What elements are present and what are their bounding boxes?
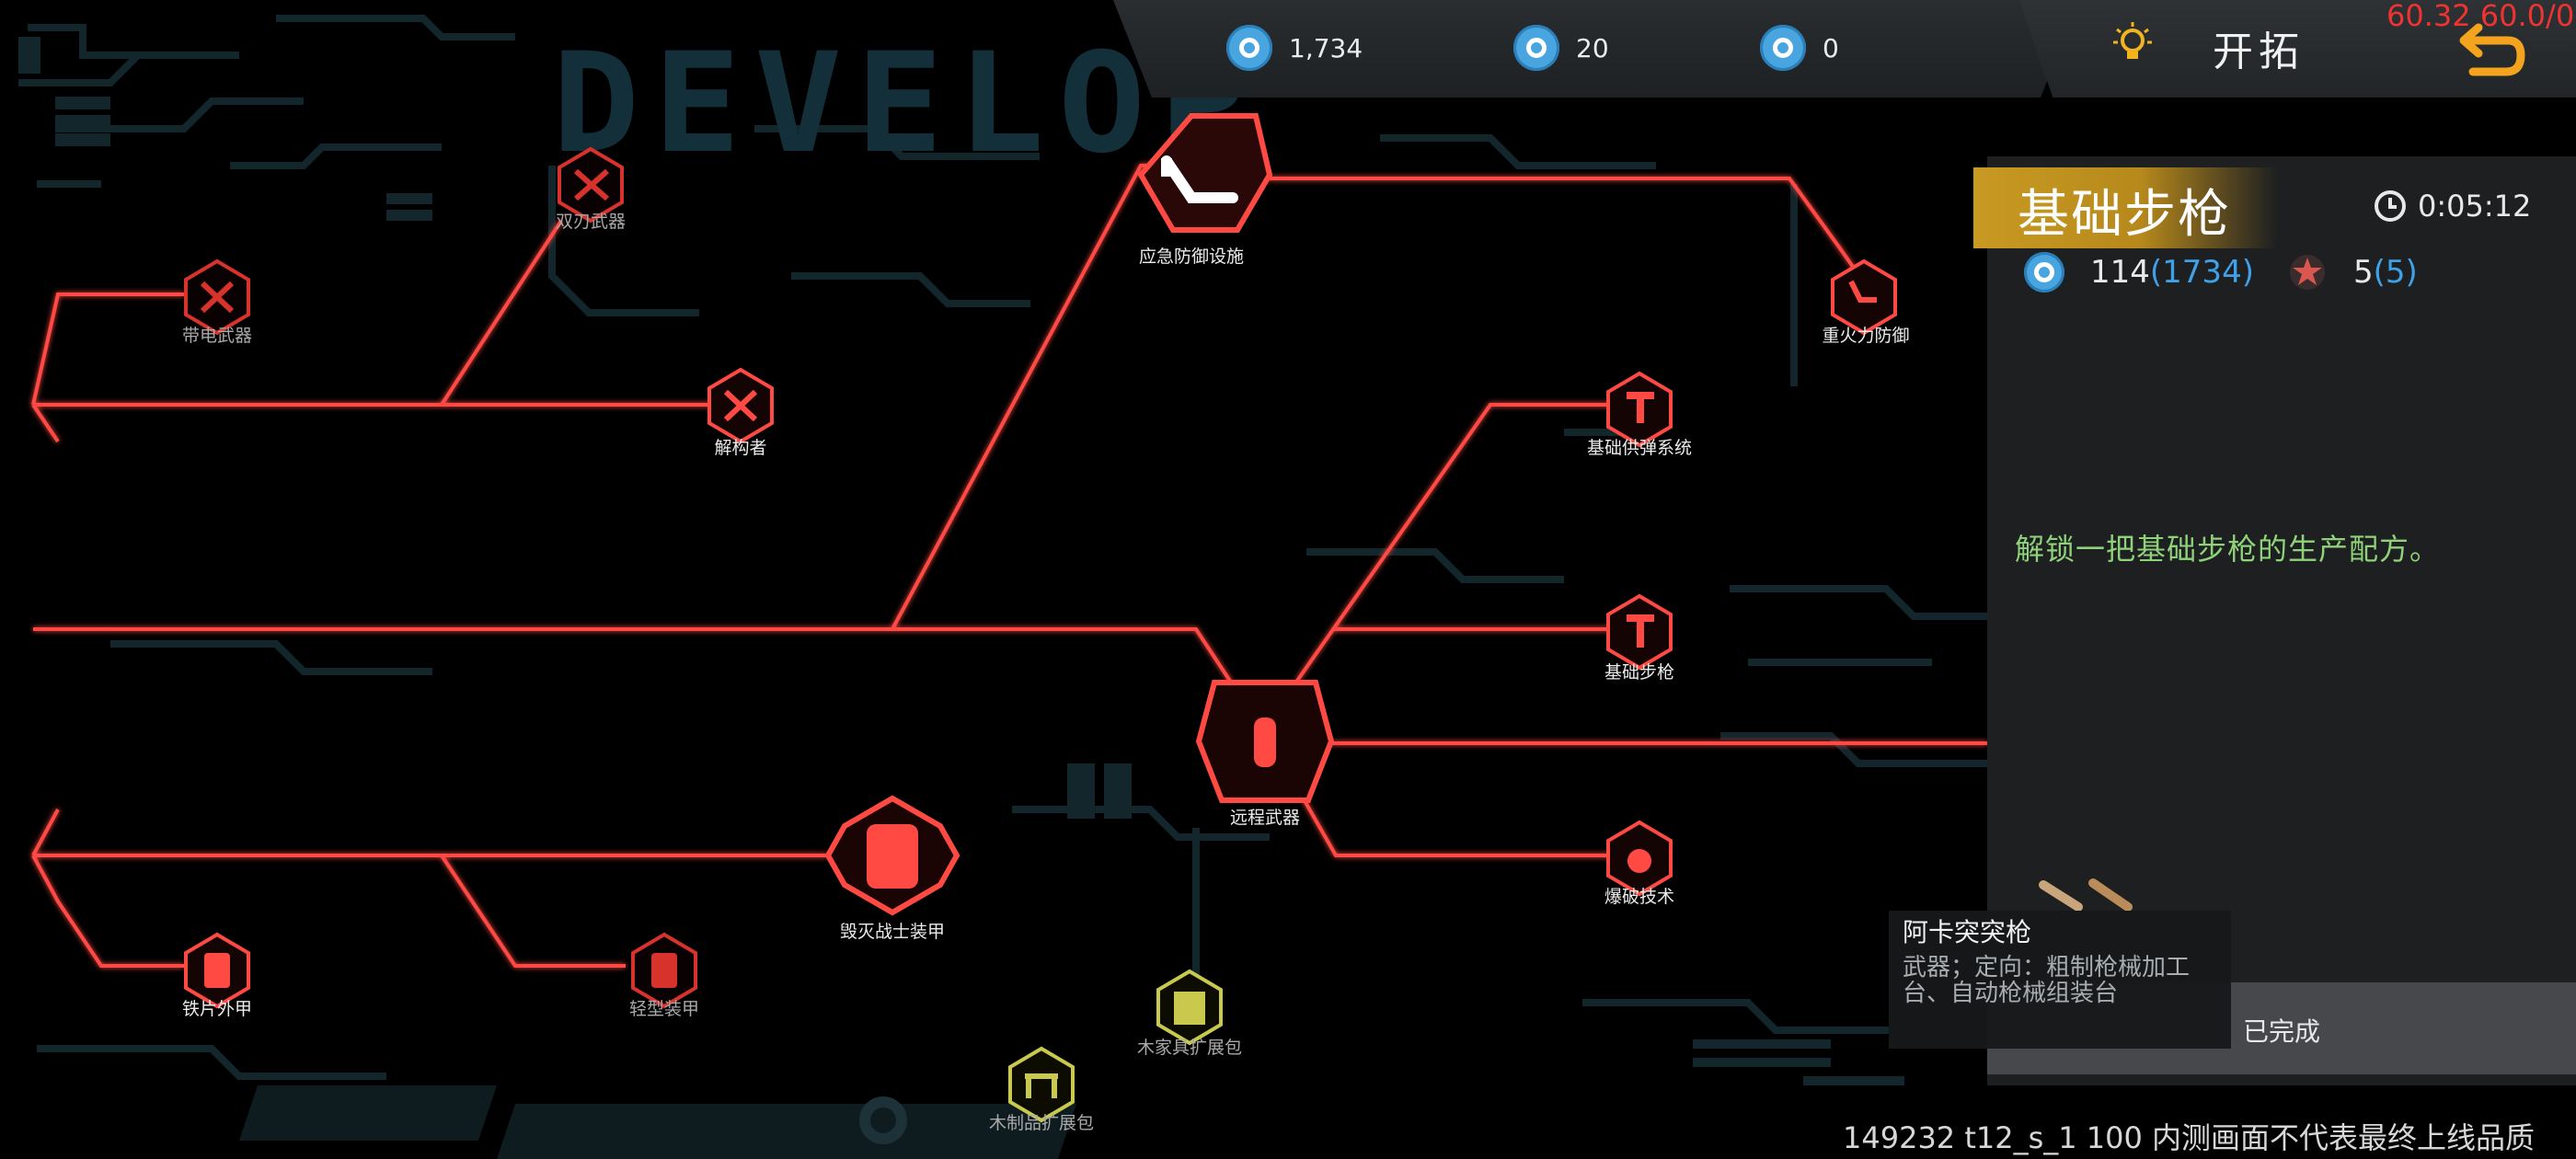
node-label: 爆破技术 <box>1604 887 1675 907</box>
node-label: 应急防御设施 <box>1138 247 1245 267</box>
gear-coin-icon <box>1226 25 1272 71</box>
page-title: 开拓 <box>2213 29 2305 75</box>
node-label: 远程武器 <box>1229 808 1301 828</box>
resource-value: 20 <box>1576 32 1609 63</box>
node-destroyer-armor[interactable] <box>824 795 960 916</box>
rifle-item-icon[interactable] <box>2088 878 2133 912</box>
unlocked-items[interactable] <box>2038 876 2139 916</box>
node-label: 双刃武器 <box>555 212 627 232</box>
vest-icon <box>204 953 230 988</box>
node-label: 基础供弹系统 <box>1586 438 1693 458</box>
rifle-item-icon[interactable] <box>2039 880 2083 912</box>
node-label: 基础步枪 <box>1604 662 1675 683</box>
turret-icon <box>1848 280 1877 303</box>
node-light-armor[interactable] <box>631 932 697 1009</box>
node-ranged-weapon[interactable] <box>1195 680 1335 803</box>
cost-primary-total: (1734) <box>2149 254 2254 291</box>
cost-secondary-total: (5) <box>2373 254 2418 291</box>
node-heavy-firepower[interactable] <box>1831 258 1897 336</box>
resource-value: 1,734 <box>1289 32 1363 63</box>
resource-gear-coin: 1,734 <box>1226 20 1363 75</box>
node-deconstructor[interactable] <box>707 367 774 444</box>
tech-point-icon <box>1513 25 1559 71</box>
item-tooltip <box>1889 911 2231 1049</box>
node-emergency-defense[interactable] <box>1137 113 1273 233</box>
node-label: 轻型装甲 <box>628 999 700 1019</box>
node-label: 带电武器 <box>181 326 253 346</box>
circuit-background <box>18 15 2576 1080</box>
gear-coin-icon <box>2024 252 2064 293</box>
node-label: 木家具扩展包 <box>1136 1038 1243 1058</box>
node-wood-furniture-pack[interactable] <box>1156 969 1223 1046</box>
barricade-icon <box>1161 155 1238 203</box>
table-icon <box>1025 1073 1058 1098</box>
resource-bar <box>1113 0 2079 98</box>
resource-value: 0 <box>1823 32 1839 63</box>
node-electric-weapon[interactable] <box>184 258 250 336</box>
node-plate-armor[interactable] <box>184 932 250 1009</box>
crossed-blades-icon <box>723 389 758 422</box>
node-basic-rifle[interactable] <box>1606 593 1673 671</box>
node-label: 毁灭战士装甲 <box>839 922 946 942</box>
timer-value: 0:05:12 <box>2418 189 2532 224</box>
explosion-icon <box>1627 849 1651 873</box>
cost-primary: 114 <box>2090 254 2150 291</box>
circuit-pads <box>18 37 1904 1159</box>
light-vest-icon <box>651 953 677 988</box>
node-label: 重火力防御 <box>1822 326 1910 346</box>
tooltip-title: 阿卡突突枪 <box>1903 917 2032 947</box>
develop-banner: DEVELOP <box>552 24 1260 184</box>
node-explosive-tech[interactable] <box>1606 820 1673 897</box>
cost-secondary: 5 <box>2352 254 2374 291</box>
node-label: 解构者 <box>714 438 767 458</box>
star-medal-icon <box>2289 255 2325 290</box>
tree-connectors <box>31 164 1987 968</box>
electric-sword-icon <box>200 281 235 314</box>
status-completed: 已完成 <box>2243 1016 2321 1047</box>
node-basic-ammo[interactable] <box>1606 371 1673 448</box>
resource-blueprint: 0 <box>1760 20 1839 75</box>
node-label: 木制品扩展包 <box>988 1113 1095 1133</box>
back-button[interactable] <box>2455 20 2528 85</box>
ammo-feed-icon <box>1627 392 1654 423</box>
build-info-footer: 149232 t12_s_1 100 内测画面不代表最终上线品质 <box>1843 1120 2536 1155</box>
detail-header <box>1973 167 2277 248</box>
tooltip-description: 武器；定向：粗制枪械加工台、自动枪械组装台 <box>1903 954 2191 1007</box>
clock-icon <box>2375 190 2406 222</box>
detail-title: 基础步枪 <box>2018 185 2231 245</box>
blueprint-icon <box>1760 25 1806 71</box>
node-wood-extension-pack[interactable] <box>1008 1046 1075 1123</box>
resource-tech-point: 20 <box>1513 20 1609 75</box>
detail-description: 解锁一把基础步枪的生产配方。 <box>2015 532 2441 567</box>
rifle-icon <box>1627 614 1654 648</box>
research-timer: 0:05:12 <box>2372 188 2531 224</box>
research-costs: 114 (1734) 5 (5) <box>2024 252 2418 293</box>
node-label: 铁片外甲 <box>181 999 253 1019</box>
lightbulb-icon <box>2113 22 2152 59</box>
settings-gear-icon[interactable] <box>859 1096 907 1144</box>
node-double-blade[interactable] <box>558 146 624 224</box>
cabinet-icon <box>1174 992 1205 1025</box>
armor-suit-icon <box>867 824 918 889</box>
bullet-icon <box>1254 717 1276 767</box>
swords-icon <box>574 168 609 201</box>
title-bar <box>2019 0 2576 98</box>
fps-counter: 60.32 60.0/0 <box>2386 0 2575 33</box>
